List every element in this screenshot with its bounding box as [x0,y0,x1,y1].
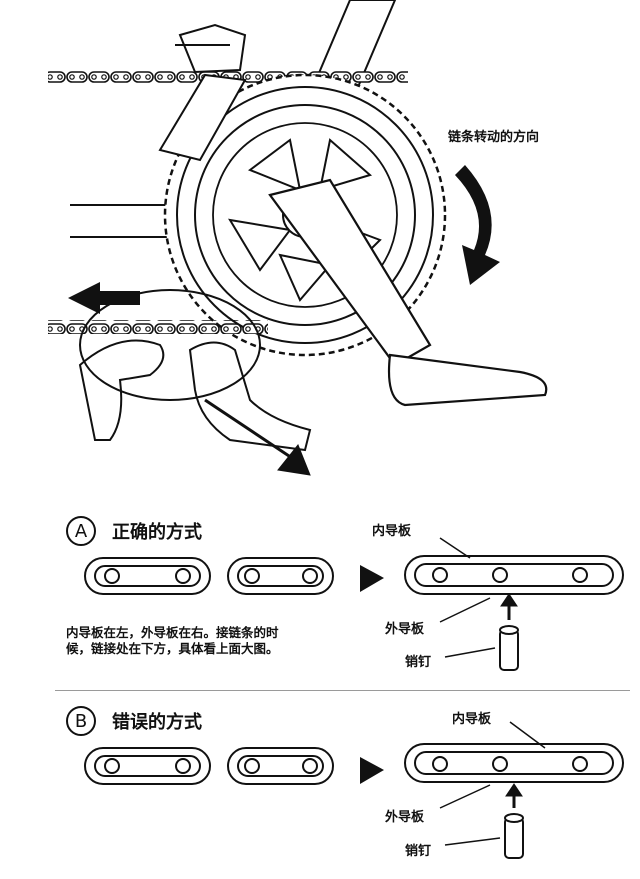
section-b-pin-label: 销钉 [405,844,432,859]
section-b-badge: B [66,706,96,736]
left-arrow [68,282,140,314]
section-a-inner-plate-label: 内导板 [372,524,412,539]
section-a-pin-label: 销钉 [405,655,432,670]
section-b-title: 错误的方式 [112,712,202,733]
section-b-inner-plate-label: 内导板 [452,712,492,727]
front-derailleur [158,23,247,162]
rotation-arrow [455,165,500,285]
section-a-note-line2: 候，链接处在下方，具体看上面大图。 [66,641,279,656]
crankset-illustration [48,0,548,476]
section-a-title: 正确的方式 [112,522,202,543]
section-a-note: 内导板在左，外导板在右。接链条的时 候，链接处在下方，具体看上面大图。 [66,625,366,657]
section-a-outer-plate-label: 外导板 [385,622,425,637]
section-a-note-line1: 内导板在左，外导板在右。接链条的时 [66,625,279,640]
section-a-badge: A [66,516,96,546]
diagonal-arrow [204,398,311,476]
hands [78,339,312,452]
crank-arm [268,178,548,407]
rotation-direction-label: 链条转动的方向 [448,130,540,145]
lower-chain [48,320,268,334]
section-divider [55,690,630,691]
section-b-outer-plate-label: 外导板 [385,810,425,825]
focus-ellipse [79,289,261,401]
